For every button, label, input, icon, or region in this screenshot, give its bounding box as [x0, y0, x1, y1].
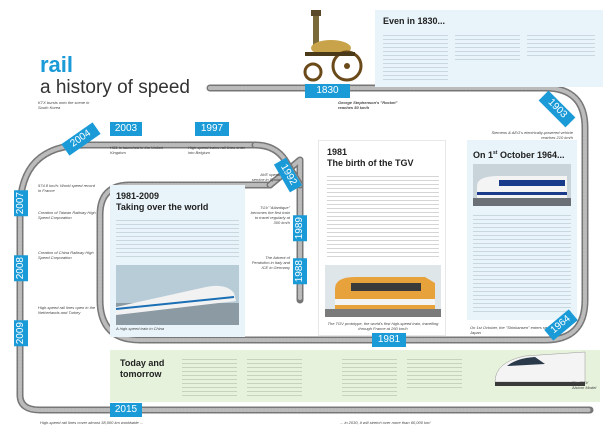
year-2015: 2015 [110, 403, 142, 417]
panel-taking-over-heading: Taking over the world [116, 202, 209, 212]
china-train-image [116, 265, 239, 325]
pendolino-caption: The Advent of Pendolino in Italy and ICE… [251, 255, 290, 270]
panel-today-heading-1: Today and [120, 358, 165, 368]
record-caption: 574.8 km/h: World speed record in France [38, 183, 95, 193]
alstom-train-caption: The TGV Alstom Model [572, 380, 597, 390]
tgv-caption: The TGV prototype, the world's first hig… [327, 321, 439, 331]
panel-shinkansen: On 1st October 1964... [467, 140, 577, 320]
year-1981: 1981 [372, 333, 406, 347]
panel-tgv-heading: The birth of the TGV [327, 158, 414, 168]
china-caption: Creation of China Railway High Speed Cor… [38, 250, 94, 260]
shinkansen-image [473, 164, 571, 206]
tgv-prototype-image [325, 265, 441, 317]
alstom-train-image [494, 351, 586, 386]
panel-1830-text-1 [383, 32, 448, 80]
siemens-caption: Siemens & AEG's electrically-powered veh… [491, 130, 573, 140]
panel-1830-text-3 [527, 32, 595, 56]
china-train-caption: A high-speed train in China [116, 326, 165, 331]
panel-taking-over-text [116, 217, 239, 259]
panel-tgv-year: 1981 [327, 147, 348, 157]
panel-taking-over: 1981-2009 Taking over the world A high-s… [110, 185, 245, 337]
year-1989: 1989 [293, 215, 307, 242]
panel-today-text-1 [182, 356, 237, 398]
year-2008: 2008 [14, 255, 28, 282]
year-2003: 2003 [110, 122, 142, 136]
panel-tgv: 1981 The birth of the TGV The TGV protot… [318, 140, 446, 336]
panel-shinkansen-heading: On 1st October 1964... [473, 150, 565, 160]
year-2007: 2007 [14, 190, 28, 217]
year-2009: 2009 [14, 320, 28, 347]
rocket-locomotive-image [303, 10, 363, 82]
ktx-caption: KTX bursts onto the scene in South Korea [38, 100, 90, 110]
panel-1830: Even in 1830... [375, 10, 603, 87]
hs1-caption: HS1 is launched in the United Kingdom [110, 145, 163, 155]
atlantique-caption: TGV "Atlantique" becomes the first train… [250, 205, 290, 225]
year-1988: 1988 [293, 258, 307, 285]
year-1997: 1997 [195, 122, 229, 136]
rocket-caption: George Stephenson's "Rocket" reaches 50 … [338, 100, 398, 110]
panel-shinkansen-text [473, 212, 571, 312]
panel-1830-heading: Even in 1830... [383, 16, 446, 26]
year-1830: 1830 [305, 84, 350, 98]
panel-today: Today and tomorrow The TGV Alstom Model [110, 350, 600, 402]
ave-caption: AVE opens service in Spain [251, 172, 280, 182]
panel-today-text-2 [247, 356, 302, 398]
page-subtitle: a history of speed [40, 77, 190, 98]
shinkansen-caption: On 1st October, the "Shinkansen" enters … [470, 325, 560, 335]
taiwan-caption: Creation of Taiwan Railway High Speed Co… [38, 210, 96, 220]
panel-today-text-3 [342, 356, 397, 396]
page-title: rail [40, 52, 74, 77]
panel-tgv-text [327, 173, 439, 259]
panel-taking-over-years: 1981-2009 [116, 191, 160, 201]
panel-today-text-4 [407, 356, 462, 390]
panel-today-heading-2: tomorrow [120, 369, 162, 379]
footer-right: ... in 2030, it will stretch over more t… [340, 420, 431, 425]
netherlands-caption: High-speed rail lines open in the Nether… [38, 305, 96, 315]
footer-left: High-speed rail lines cover almost 38,00… [40, 420, 144, 425]
belgium-caption: High-speed trains rail lines enter into … [188, 145, 246, 155]
panel-1830-text-2 [455, 32, 520, 62]
